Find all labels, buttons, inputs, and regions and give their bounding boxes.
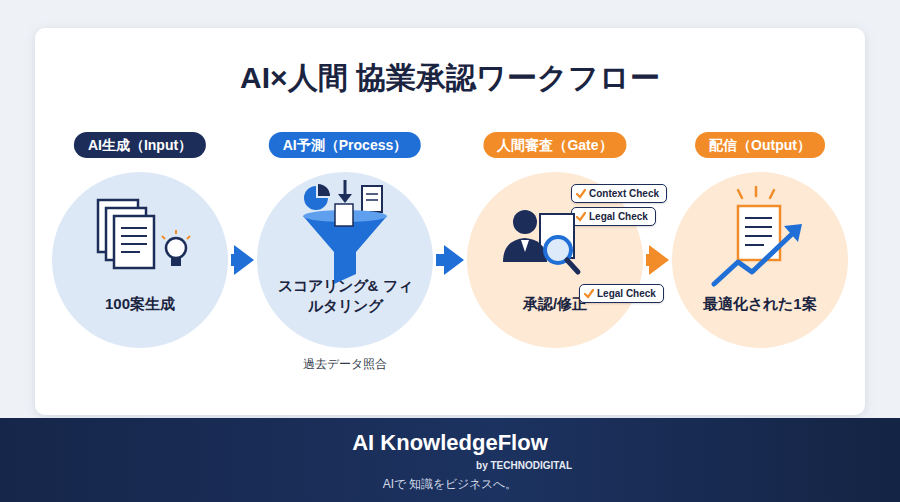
check-mark	[576, 212, 586, 222]
diagram-title: AI×人間 協業承認ワークフロー	[0, 58, 900, 99]
stage-circle: 人間審査（Gate）承認/修正Context CheckLegal CheckL…	[467, 172, 643, 348]
footer-band: AI KnowledgeFlow by TECHNODIGITAL AIで 知識をビ…	[0, 418, 900, 502]
stage-text: 最適化された1案	[690, 294, 830, 314]
check-badge: Legal Check	[571, 207, 656, 226]
stage-circle: AI生成（Input）100案生成	[52, 172, 228, 348]
stage-circle: 配信（Output）最適化された1案	[672, 172, 848, 348]
brand-byline: by TECHNODIGITAL	[0, 460, 572, 471]
badge-text: Legal Check	[589, 210, 648, 223]
check-badge: Legal Check	[579, 284, 664, 303]
brand-name: AI KnowledgeFlow	[0, 430, 900, 456]
flow-arrow	[436, 254, 444, 266]
flow-arrow	[646, 254, 649, 266]
note-label: 過去データ照合	[265, 356, 425, 373]
badge-text: Context Check	[589, 187, 659, 200]
stage-heading: AI予測（Process）	[269, 132, 421, 158]
check-badge: Context Check	[571, 184, 667, 203]
stage-heading: 人間審査（Gate）	[483, 132, 626, 158]
stage-heading: 配信（Output）	[695, 132, 825, 158]
check-mark	[584, 289, 594, 299]
check-mark	[576, 189, 586, 199]
stage-circle: AI予測（Process）スコアリング& フィルタリング	[257, 172, 433, 348]
flow-arrow	[231, 254, 234, 266]
brand-tagline: AIで 知識をビジネスへ。	[0, 476, 900, 493]
stage-heading: AI生成（Input）	[74, 132, 206, 158]
badge-text: Legal Check	[597, 287, 656, 300]
stage-text: スコアリング& フィルタリング	[275, 276, 415, 317]
stage-text: 100案生成	[70, 294, 210, 314]
